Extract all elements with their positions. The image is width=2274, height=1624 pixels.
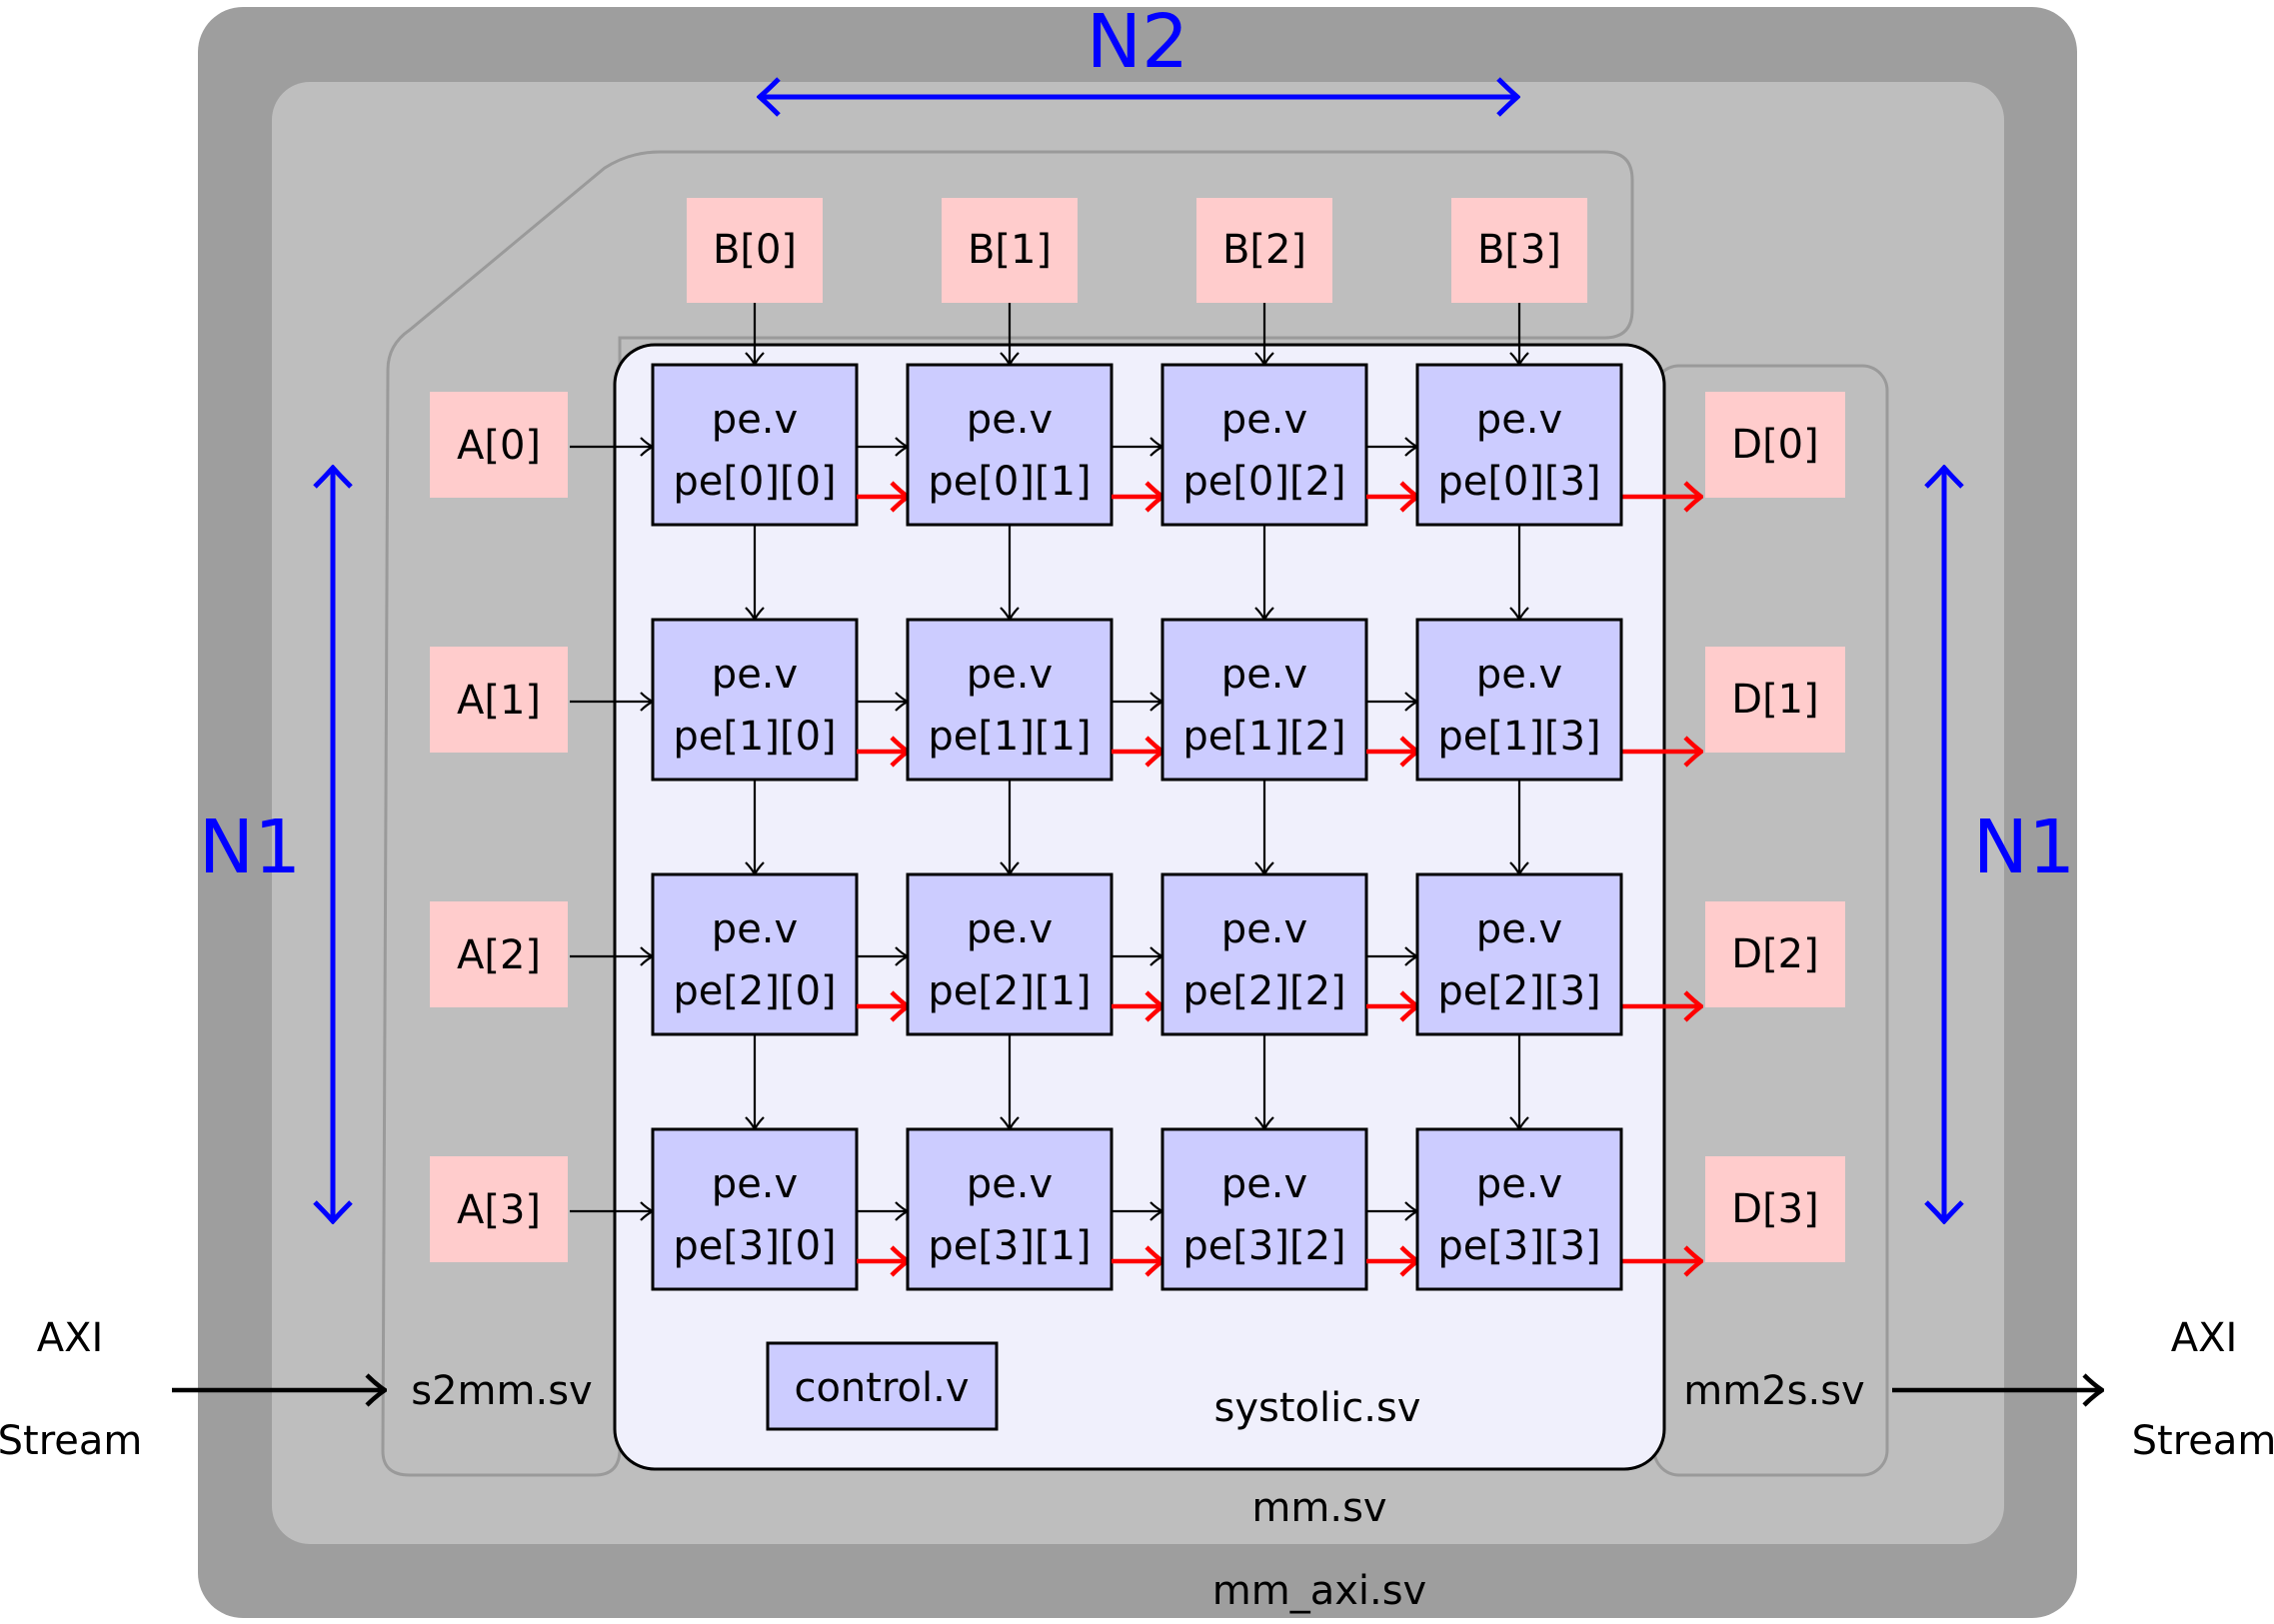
d-output-1 — [1705, 647, 1845, 753]
axi-out-label-1: AXI — [2171, 1315, 2238, 1361]
pe-1-0 — [651, 618, 859, 782]
pe-label-1-3: pe[1][3] — [1437, 714, 1600, 760]
pe-type-label-1-1: pe.v — [967, 652, 1053, 698]
mm2s-label: mm2s.sv — [1683, 1368, 1864, 1414]
pe-label-3-1: pe[3][1] — [928, 1223, 1091, 1269]
pe-2-3 — [1415, 872, 1623, 1036]
a-input-label-2: A[2] — [457, 932, 541, 978]
b-input-label-1: B[1] — [968, 227, 1052, 273]
pe-label-0-0: pe[0][0] — [673, 459, 836, 505]
pe-label-2-1: pe[2][1] — [928, 968, 1091, 1014]
d-output-2 — [1705, 901, 1845, 1007]
pe-label-0-2: pe[0][2] — [1182, 459, 1345, 505]
pe-label-1-2: pe[1][2] — [1182, 714, 1345, 760]
a-input-3 — [430, 1156, 568, 1262]
pe-type-label-1-0: pe.v — [712, 652, 798, 698]
s2mm-label: s2mm.sv — [411, 1368, 592, 1414]
pe-1-1 — [906, 618, 1114, 782]
pe-2-1 — [906, 872, 1114, 1036]
pe-type-label-0-3: pe.v — [1476, 397, 1562, 443]
pe-2-0 — [651, 872, 859, 1036]
pe-label-3-0: pe[3][0] — [673, 1223, 836, 1269]
pe-0-2 — [1160, 363, 1368, 527]
d-output-label-2: D[2] — [1731, 931, 1818, 977]
pe-1-3 — [1415, 618, 1623, 782]
pe-type-label-3-2: pe.v — [1221, 1161, 1307, 1207]
pe-3-2 — [1160, 1127, 1368, 1291]
d-output-3 — [1705, 1156, 1845, 1262]
a-input-label-1: A[1] — [457, 678, 541, 724]
b-input-1 — [942, 198, 1078, 303]
pe-type-label-2-0: pe.v — [712, 906, 798, 952]
pe-label-3-2: pe[3][2] — [1182, 1223, 1345, 1269]
pe-type-label-0-0: pe.v — [712, 397, 798, 443]
b-input-label-2: B[2] — [1222, 227, 1306, 273]
d-output-0 — [1705, 392, 1845, 498]
a-input-label-3: A[3] — [457, 1187, 541, 1233]
pe-label-2-0: pe[2][0] — [673, 968, 836, 1014]
d-output-label-3: D[3] — [1731, 1186, 1818, 1232]
pe-1-2 — [1160, 618, 1368, 782]
pe-type-label-2-2: pe.v — [1221, 906, 1307, 952]
n1-left-label: N1 — [199, 805, 301, 890]
pe-label-2-2: pe[2][2] — [1182, 968, 1345, 1014]
pe-label-1-1: pe[1][1] — [928, 714, 1091, 760]
a-input-0 — [430, 392, 568, 498]
mm-label: mm.sv — [1251, 1485, 1386, 1531]
pe-0-1 — [906, 363, 1114, 527]
pe-3-1 — [906, 1127, 1114, 1291]
pe-type-label-2-1: pe.v — [967, 906, 1053, 952]
b-input-3 — [1451, 198, 1587, 303]
axi-out-label-2: Stream — [2132, 1418, 2274, 1464]
n2-label: N2 — [1087, 0, 1188, 85]
pe-3-3 — [1415, 1127, 1623, 1291]
pe-type-label-0-1: pe.v — [967, 397, 1053, 443]
pe-label-3-3: pe[3][3] — [1437, 1223, 1600, 1269]
d-output-label-0: D[0] — [1731, 422, 1818, 468]
b-input-label-3: B[3] — [1477, 227, 1561, 273]
b-input-0 — [687, 198, 823, 303]
axi-in-label-1: AXI — [37, 1315, 104, 1361]
b-input-label-0: B[0] — [713, 227, 797, 273]
a-input-1 — [430, 647, 568, 753]
pe-type-label-3-0: pe.v — [712, 1161, 798, 1207]
mm-axi-label: mm_axi.sv — [1212, 1568, 1426, 1614]
a-input-label-0: A[0] — [457, 423, 541, 469]
pe-label-0-1: pe[0][1] — [928, 459, 1091, 505]
b-input-2 — [1196, 198, 1332, 303]
pe-type-label-3-1: pe.v — [967, 1161, 1053, 1207]
control-label: control.v — [794, 1365, 969, 1411]
pe-type-label-2-3: pe.v — [1476, 906, 1562, 952]
pe-type-label-1-2: pe.v — [1221, 652, 1307, 698]
pe-0-3 — [1415, 363, 1623, 527]
pe-label-0-3: pe[0][3] — [1437, 459, 1600, 505]
systolic-module — [613, 343, 1666, 1471]
pe-type-label-1-3: pe.v — [1476, 652, 1562, 698]
a-input-2 — [430, 901, 568, 1007]
axi-in-label-2: Stream — [0, 1418, 142, 1464]
systolic-label: systolic.sv — [1214, 1385, 1421, 1431]
pe-type-label-0-2: pe.v — [1221, 397, 1307, 443]
control-block — [766, 1341, 999, 1431]
n1-right-label: N1 — [1973, 805, 2075, 890]
pe-type-label-3-3: pe.v — [1476, 1161, 1562, 1207]
pe-label-2-3: pe[2][3] — [1437, 968, 1600, 1014]
pe-label-1-0: pe[1][0] — [673, 714, 836, 760]
d-output-label-1: D[1] — [1731, 677, 1818, 723]
pe-0-0 — [651, 363, 859, 527]
pe-2-2 — [1160, 872, 1368, 1036]
pe-3-0 — [651, 1127, 859, 1291]
